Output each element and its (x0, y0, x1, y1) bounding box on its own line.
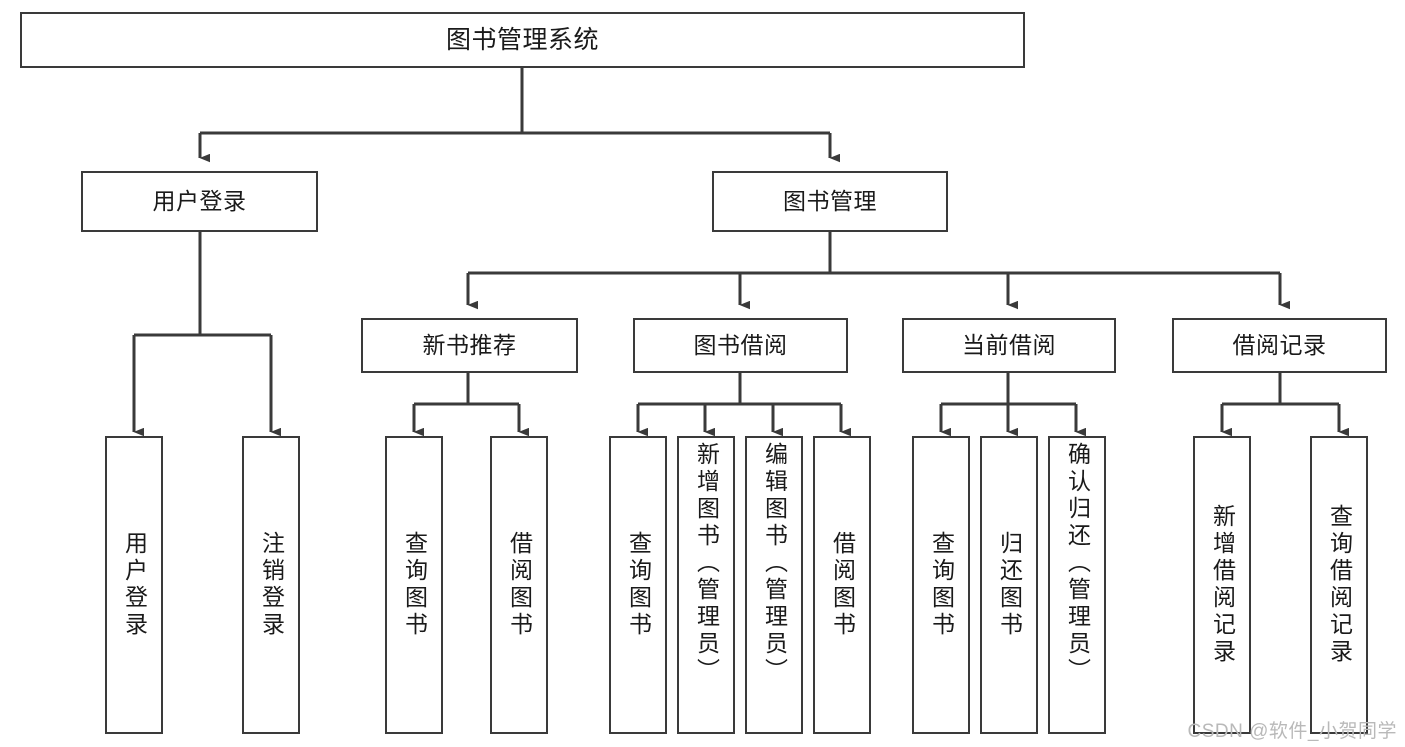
leaf-add-book-admin[interactable]: 新增图书（管理员） (677, 436, 735, 734)
node-label: 借阅图书 (506, 531, 533, 639)
node-label: 查询图书 (928, 531, 955, 639)
leaf-query-book-borrow[interactable]: 查询图书 (609, 436, 667, 734)
node-label: 确认归还（管理员） (1064, 442, 1091, 685)
node-book-borrowing[interactable]: 图书借阅 (633, 318, 848, 373)
leaf-confirm-return-admin[interactable]: 确认归还（管理员） (1048, 436, 1106, 734)
node-label: 新增借阅记录 (1209, 504, 1236, 666)
leaf-query-book-recommend[interactable]: 查询图书 (385, 436, 443, 734)
node-label: 查询图书 (401, 531, 428, 639)
node-label: 图书借阅 (693, 332, 788, 359)
leaf-query-borrow-record[interactable]: 查询借阅记录 (1310, 436, 1368, 734)
leaf-borrow-book-recommend[interactable]: 借阅图书 (490, 436, 548, 734)
node-new-book-recommendation[interactable]: 新书推荐 (361, 318, 578, 373)
node-label: 查询图书 (625, 531, 652, 639)
node-label: 新增图书（管理员） (693, 442, 720, 685)
node-label: 用户登录 (121, 531, 148, 639)
leaf-return-book[interactable]: 归还图书 (980, 436, 1038, 734)
leaf-logout[interactable]: 注销登录 (242, 436, 300, 734)
node-borrowing-record[interactable]: 借阅记录 (1172, 318, 1387, 373)
leaf-query-book-current[interactable]: 查询图书 (912, 436, 970, 734)
node-label: 编辑图书（管理员） (761, 442, 788, 685)
leaf-edit-book-admin[interactable]: 编辑图书（管理员） (745, 436, 803, 734)
node-book-management[interactable]: 图书管理 (712, 171, 948, 232)
node-label: 图书管理系统 (445, 25, 599, 54)
node-user-login[interactable]: 用户登录 (81, 171, 318, 232)
leaf-borrow-book[interactable]: 借阅图书 (813, 436, 871, 734)
watermark: CSDN @软件_小贺同学 (1187, 721, 1397, 742)
node-book-management-system[interactable]: 图书管理系统 (20, 12, 1025, 68)
node-label: 注销登录 (258, 531, 285, 639)
node-label: 借阅图书 (829, 531, 856, 639)
leaf-user-login[interactable]: 用户登录 (105, 436, 163, 734)
node-label: 借阅记录 (1232, 332, 1327, 359)
node-label: 查询借阅记录 (1326, 504, 1353, 666)
node-label: 新书推荐 (422, 332, 517, 359)
node-label: 图书管理 (783, 188, 877, 215)
node-label: 归还图书 (996, 531, 1023, 639)
node-label: 用户登录 (152, 188, 247, 215)
node-label: 当前借阅 (962, 332, 1056, 359)
node-current-borrowing[interactable]: 当前借阅 (902, 318, 1116, 373)
leaf-add-borrow-record[interactable]: 新增借阅记录 (1193, 436, 1251, 734)
